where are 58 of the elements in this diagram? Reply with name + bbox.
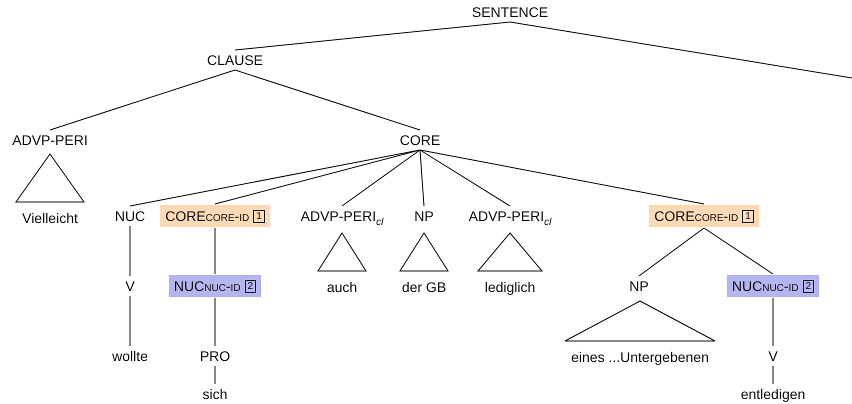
indexed-label-box xyxy=(168,275,262,297)
category-label: ADVP-PERI$_{cl}$ xyxy=(300,207,384,232)
indexed-label-box xyxy=(160,205,270,227)
tree-branch xyxy=(704,228,774,274)
category-label: SENTENCE xyxy=(472,3,548,21)
index-label: nuc-id xyxy=(204,277,241,295)
category-label: NP xyxy=(629,277,649,295)
category-label: V xyxy=(125,277,135,295)
tree-branch xyxy=(214,366,216,384)
triangle-symbol xyxy=(564,300,716,342)
category-label: NUC xyxy=(114,207,146,225)
category-label: CORE xyxy=(165,207,206,225)
category-label: PRO xyxy=(200,347,230,365)
word-label: Vielleicht xyxy=(22,209,78,227)
category-label: CORE xyxy=(400,131,440,149)
tree-branch xyxy=(772,298,774,346)
index-number: 2 xyxy=(802,280,814,292)
word-label: der GB xyxy=(402,278,446,296)
category-label: sich xyxy=(202,385,228,403)
category-label: V xyxy=(768,347,778,365)
tree-branch xyxy=(214,298,216,346)
tree-branch xyxy=(420,150,510,206)
index-number: 1 xyxy=(742,210,754,222)
category-label: NUC xyxy=(732,277,762,295)
tree-branch xyxy=(214,150,420,204)
triangle-symbol xyxy=(399,232,449,272)
index-number: 1 xyxy=(253,210,265,222)
tree-branch xyxy=(638,228,704,276)
index-number: 2 xyxy=(244,280,256,292)
index-label: core-id xyxy=(206,207,250,225)
category-label: ADVP-PERI xyxy=(12,131,88,149)
tree-branch xyxy=(420,150,704,204)
category-label: CORE xyxy=(654,207,695,225)
index-label: core-id xyxy=(694,207,738,225)
word-label: lediglich xyxy=(484,278,536,296)
triangle-symbol xyxy=(477,232,543,272)
word-label: auch xyxy=(326,278,358,296)
triangle-symbol xyxy=(317,232,367,272)
tree-branch xyxy=(130,150,420,206)
category-label: ADVP-PERI$_{cl}$ xyxy=(468,207,552,232)
category-label: CLAUSE xyxy=(206,51,264,69)
index-label: nuc-id xyxy=(762,277,799,295)
tree-branch xyxy=(342,150,420,206)
word-label: eines ...Untergebenen xyxy=(571,348,709,366)
category-label: wollte xyxy=(112,347,148,365)
tree-branch xyxy=(234,22,510,50)
tree-branch xyxy=(420,150,424,206)
triangle-symbol xyxy=(15,153,85,203)
tree-branch xyxy=(50,70,236,130)
category-label: entledigen xyxy=(740,385,806,403)
indexed-label-box xyxy=(649,205,759,227)
indexed-label-box xyxy=(726,275,820,297)
tree-branch xyxy=(214,228,216,274)
category-label: NP xyxy=(414,207,434,225)
tree-branch xyxy=(510,22,852,78)
tree-branch xyxy=(772,366,774,384)
category-label: NUC xyxy=(174,277,204,295)
tree-branch xyxy=(234,70,420,130)
